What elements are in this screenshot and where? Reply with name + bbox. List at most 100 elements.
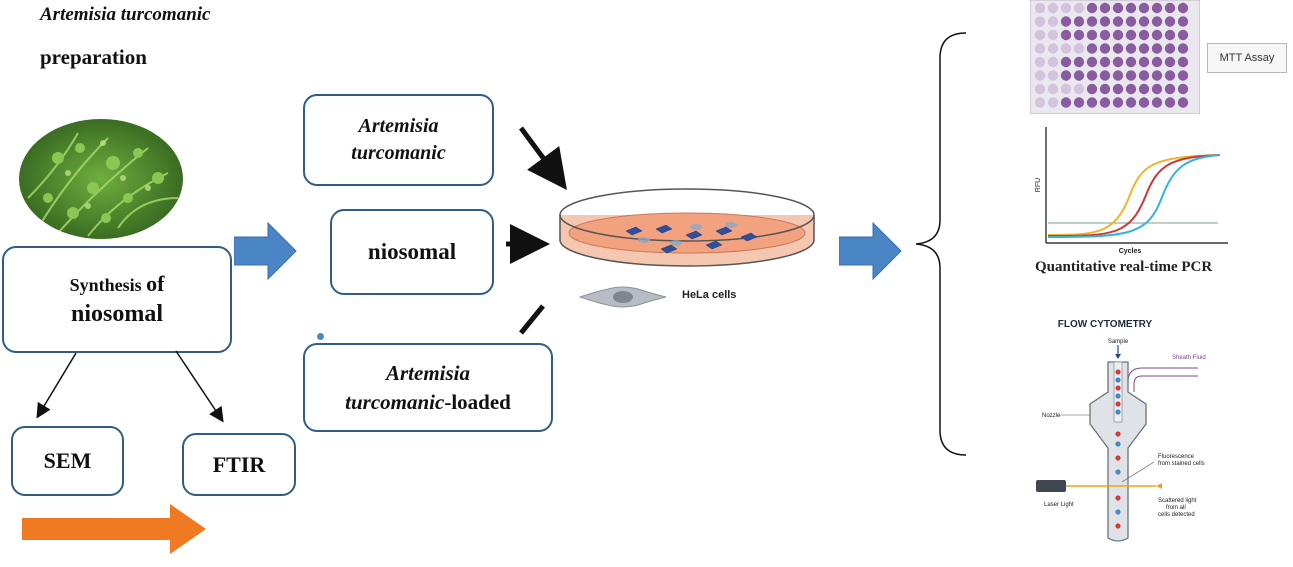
mtt-well [1164, 83, 1176, 95]
arrow-free-to-dish [518, 126, 567, 191]
mtt-well [1112, 97, 1124, 108]
mtt-label-box: MTT Assay [1207, 43, 1287, 73]
mtt-well [1034, 29, 1046, 41]
mtt-well [1138, 29, 1150, 41]
mtt-well [1060, 97, 1072, 108]
flow-title: FLOW CYTOMETRY [1058, 319, 1153, 330]
mtt-well [1047, 83, 1059, 95]
mtt-well [1151, 2, 1163, 14]
mtt-well [1112, 2, 1124, 14]
mtt-well [1138, 43, 1150, 54]
flow-fluorescence-1: Fluorescence [1158, 454, 1195, 460]
mtt-well [1060, 2, 1072, 14]
loaded-line2-suffix: -loaded [444, 389, 511, 414]
mtt-well [1099, 56, 1111, 68]
free-extract-line1: Artemisia [358, 115, 439, 137]
mtt-well [1138, 97, 1150, 108]
mtt-well [1034, 2, 1046, 14]
mtt-well [1112, 29, 1124, 41]
flow-laser-label: Laser Light [1044, 502, 1074, 508]
mtt-well [1177, 83, 1189, 95]
mtt-well [1151, 43, 1163, 54]
mtt-well [1125, 97, 1137, 108]
pcr-curve-cyan [1047, 154, 1221, 238]
flow-scatter-1: Scattered light [1158, 498, 1197, 504]
mtt-label: MTT Assay [1219, 52, 1275, 64]
sem-label: SEM [43, 448, 92, 473]
pcr-curve-red [1047, 154, 1221, 237]
mtt-well [1151, 70, 1163, 81]
mtt-well [1138, 70, 1150, 81]
mtt-well [1034, 43, 1046, 54]
loaded-line2-italic: turcomanic [345, 389, 445, 414]
mtt-well [1047, 97, 1059, 108]
loaded-line1: Artemisia [385, 360, 470, 385]
cells-in-dish [625, 224, 758, 254]
niosomal-box: niosomal [330, 209, 494, 295]
dot-marker [317, 333, 324, 340]
header-subtitle: preparation [40, 45, 147, 69]
mtt-well [1073, 70, 1085, 81]
mtt-well [1047, 43, 1059, 54]
mtt-well [1099, 83, 1111, 95]
mtt-well [1073, 16, 1085, 27]
mtt-well [1086, 43, 1098, 54]
mtt-well [1164, 97, 1176, 108]
mtt-well [1086, 16, 1098, 27]
mtt-well [1177, 16, 1189, 27]
flow-nozzle-label: Nozzle [1042, 413, 1061, 419]
mtt-well [1060, 70, 1072, 81]
mtt-well [1086, 2, 1098, 14]
loaded-box: Artemisia turcomanic-loaded [303, 343, 553, 432]
orange-arrow [22, 504, 206, 554]
mtt-well [1073, 2, 1085, 14]
mtt-well [1138, 56, 1150, 68]
mtt-well [1073, 43, 1085, 54]
mtt-well [1151, 83, 1163, 95]
mtt-well [1047, 29, 1059, 41]
mtt-well [1086, 97, 1098, 108]
mtt-well [1073, 56, 1085, 68]
curly-bracket [915, 32, 967, 456]
mtt-well [1034, 56, 1046, 68]
pcr-y-label: RFU [1035, 178, 1042, 192]
mtt-well [1164, 16, 1176, 27]
mtt-well [1125, 83, 1137, 95]
mtt-well [1138, 2, 1150, 14]
mtt-well [1086, 70, 1098, 81]
mtt-well [1073, 83, 1085, 95]
mtt-well [1060, 43, 1072, 54]
flow-scatter-3: cells detected [1158, 512, 1195, 518]
pcr-x-label: Cycles [1119, 248, 1142, 255]
ftir-label: FTIR [212, 451, 266, 477]
mtt-well [1125, 70, 1137, 81]
pcr-plot: RFU Cycles [1035, 127, 1228, 255]
mtt-well [1164, 29, 1176, 41]
mtt-well [1047, 16, 1059, 27]
mtt-well [1099, 43, 1111, 54]
mtt-well [1099, 70, 1111, 81]
mtt-well [1086, 83, 1098, 95]
mtt-well [1125, 56, 1137, 68]
plant-image [19, 119, 183, 239]
niosomal-label: niosomal [367, 239, 457, 264]
mtt-well [1177, 29, 1189, 41]
mtt-well [1099, 16, 1111, 27]
laser-device [1036, 480, 1066, 492]
mtt-well [1177, 56, 1189, 68]
mtt-well [1047, 56, 1059, 68]
synthesis-box: Synthesis of niosomal [2, 246, 232, 353]
pcr-curve-yellow [1047, 154, 1221, 236]
blue-arrow-right [839, 222, 902, 280]
mtt-well [1073, 29, 1085, 41]
blue-arrow-left [234, 222, 297, 280]
mtt-well [1125, 43, 1137, 54]
mtt-well [1138, 83, 1150, 95]
mtt-well [1177, 43, 1189, 54]
mtt-well [1164, 56, 1176, 68]
mtt-well [1099, 97, 1111, 108]
mtt-well [1086, 56, 1098, 68]
flow-cytometry-diagram: FLOW CYTOMETRY Sample Sheath Fluid Nozzl… [1036, 319, 1206, 542]
mtt-well [1112, 43, 1124, 54]
mtt-well [1047, 70, 1059, 81]
